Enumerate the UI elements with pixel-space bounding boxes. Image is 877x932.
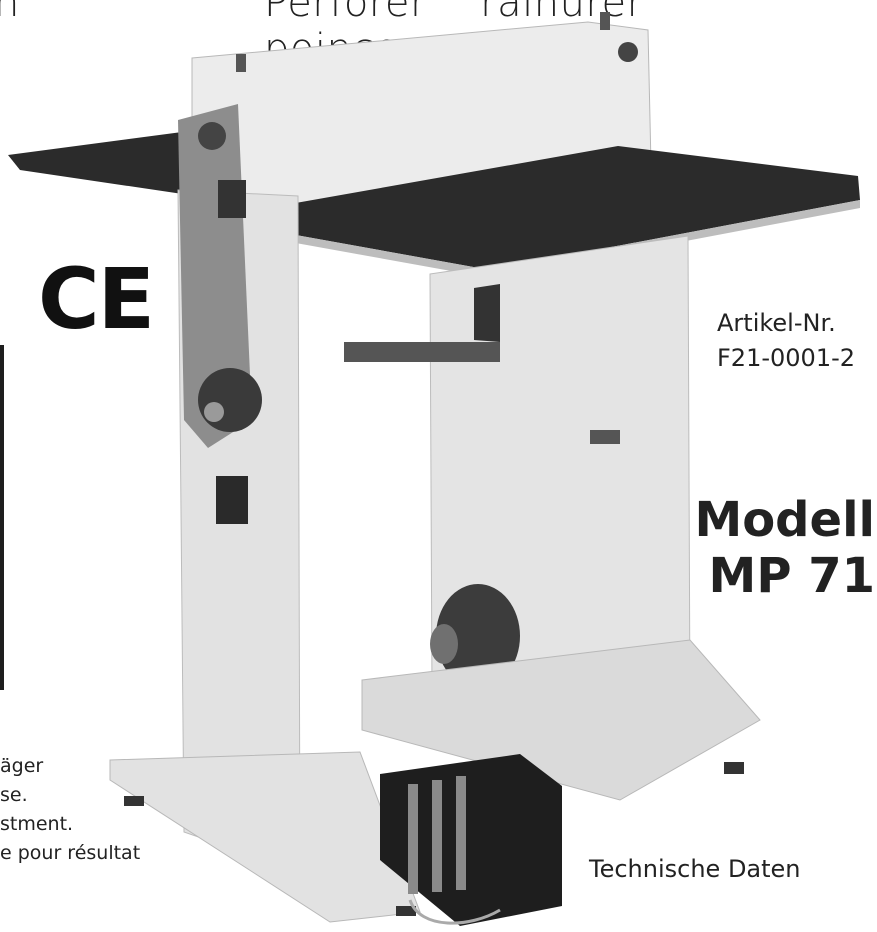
floor-base xyxy=(109,751,421,923)
feature-line: se. xyxy=(0,784,28,806)
technical-data-label: Technische Daten xyxy=(589,855,801,883)
article-number: F21-0001-2 xyxy=(717,344,856,372)
header-word-perforer: Perforer xyxy=(264,0,427,26)
model-title: Modell MP 71 xyxy=(694,492,875,604)
housing-knob-left xyxy=(236,54,246,72)
feature-line: äger xyxy=(0,755,44,777)
foot-right xyxy=(724,762,744,774)
right-tabletop xyxy=(256,146,860,270)
cabinet-label xyxy=(590,430,620,444)
crank-wheel xyxy=(198,368,262,432)
column-bracket xyxy=(218,180,246,218)
article-number-block: Artikel-Nr. F21-0001-2 xyxy=(717,306,855,376)
crank-top-pivot xyxy=(198,122,226,150)
cabinet-base xyxy=(361,639,761,801)
left-tabletop xyxy=(8,132,196,196)
housing-top-knob xyxy=(618,42,638,62)
feature-text-fragments: äger se. stment. e pour résultat xyxy=(0,752,140,868)
header-fragment: n xyxy=(0,0,20,26)
pedal-stripe-3 xyxy=(456,776,466,890)
ce-mark: CE xyxy=(38,250,155,348)
housing-knob-right xyxy=(600,12,610,30)
article-label: Artikel-Nr. xyxy=(717,309,836,337)
motor-wheel xyxy=(436,584,520,688)
feature-line: e pour résultat xyxy=(0,842,141,864)
model-line-2: MP 71 xyxy=(708,548,875,604)
tabletop-edge xyxy=(268,200,860,278)
model-line-1: Modell xyxy=(694,492,875,548)
header-word-rainurer: rainurer xyxy=(480,0,644,26)
rod-bracket xyxy=(474,284,500,342)
upper-rod xyxy=(344,342,500,362)
crank-hub xyxy=(204,402,224,422)
feature-line: stment. xyxy=(0,813,74,835)
motor-hub xyxy=(430,624,458,664)
left-border-line xyxy=(0,345,4,690)
pedal-stripe-2 xyxy=(432,780,442,892)
power-switch xyxy=(216,476,248,524)
pedal-cable xyxy=(408,899,501,925)
foot-center xyxy=(396,906,416,916)
foot-left xyxy=(124,796,144,806)
foot-pedal xyxy=(380,754,562,926)
pedal-stripe-1 xyxy=(408,784,418,894)
